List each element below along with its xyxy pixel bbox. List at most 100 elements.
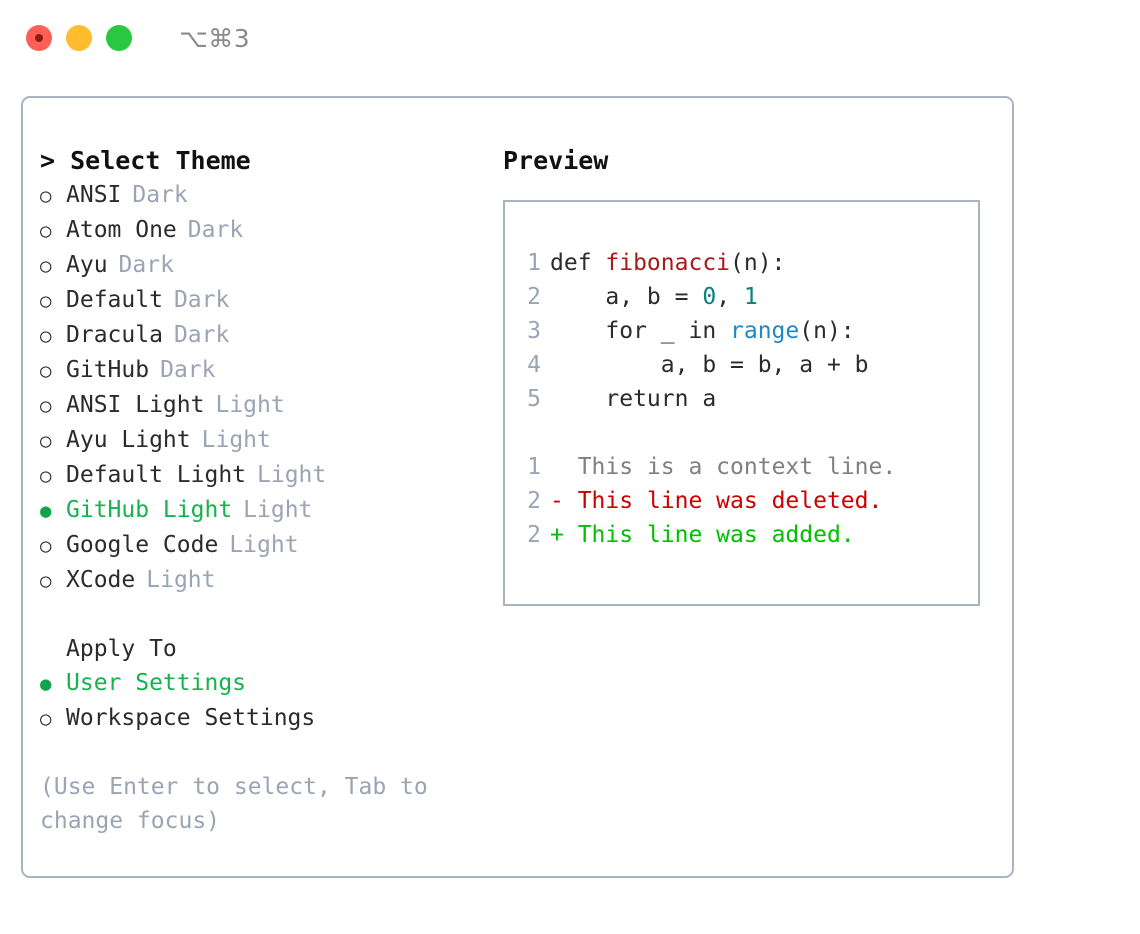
line-number: 2: [527, 488, 541, 514]
code-token: ,: [716, 284, 744, 310]
theme-option[interactable]: ○ ANSI Light Light: [40, 388, 503, 423]
diff-block: 1 This is a context line.2- This line wa…: [505, 450, 978, 552]
radio-unselected-icon: ○: [40, 535, 52, 557]
code-token: fibonacci: [605, 250, 731, 276]
radio-selected-icon: ●: [40, 500, 52, 522]
theme-option-label: XCode: [66, 567, 136, 593]
code-token: return a: [550, 386, 717, 412]
apply-to-option-list[interactable]: ● User Settings ○ Workspace Settings: [40, 666, 503, 736]
theme-option-label: Default Light: [66, 462, 247, 488]
theme-option[interactable]: ○ ANSI Dark: [40, 178, 503, 213]
code-token: 0: [702, 284, 717, 310]
line-number: 4: [527, 352, 541, 378]
code-line: 2 a, b = 0, 1: [505, 280, 978, 314]
radio-unselected-icon: ○: [40, 255, 52, 277]
apply-to-option[interactable]: ○ Workspace Settings: [40, 701, 503, 736]
theme-option[interactable]: ○ GitHub Dark: [40, 353, 503, 388]
preview-title: Preview: [503, 146, 609, 175]
theme-option-tag: Dark: [118, 252, 174, 278]
theme-option[interactable]: ○ XCode Light: [40, 563, 503, 598]
apply-to-title: Apply To: [66, 636, 177, 662]
theme-option-tag: Dark: [173, 322, 230, 348]
line-number: 3: [527, 318, 541, 344]
theme-option-tag: Dark: [160, 357, 216, 383]
apply-to-option-label: User Settings: [66, 670, 247, 696]
code-line: 3 for _ in range(n):: [505, 314, 978, 348]
code-token: for _ in: [550, 318, 731, 344]
line-number: 2: [527, 522, 541, 548]
diff-sign: [550, 454, 564, 480]
close-icon: [35, 34, 43, 42]
radio-unselected-icon: ○: [40, 220, 52, 242]
theme-option-tag: Dark: [132, 182, 188, 208]
theme-option[interactable]: ○ Atom One Dark: [40, 213, 503, 248]
theme-option-label: Ayu: [66, 252, 108, 278]
theme-option[interactable]: ○ Default Light Light: [40, 458, 503, 493]
code-token: range: [730, 318, 800, 344]
radio-unselected-icon: ○: [40, 465, 52, 487]
diff-sign: -: [550, 488, 564, 514]
theme-option-tag: Light: [201, 427, 271, 453]
theme-option[interactable]: ○ Ayu Light Light: [40, 423, 503, 458]
radio-unselected-icon: ○: [40, 290, 52, 312]
minimize-button[interactable]: [66, 25, 92, 51]
diff-text: This line was deleted.: [563, 488, 883, 514]
code-line: 5 return a: [505, 382, 978, 416]
radio-unselected-icon: ○: [40, 185, 52, 207]
theme-option-tag: Dark: [173, 287, 230, 313]
theme-option-label: Dracula: [66, 322, 163, 348]
maximize-button[interactable]: [106, 25, 132, 51]
radio-unselected-icon: ○: [40, 570, 52, 592]
theme-option-tag: Light: [146, 567, 216, 593]
radio-unselected-icon: ○: [40, 708, 52, 730]
theme-option-label: GitHub: [66, 357, 150, 383]
theme-option-label: Ayu Light: [66, 427, 191, 453]
shortcut-label: ⌥⌘3: [179, 23, 251, 53]
code-line: 4 a, b = b, a + b: [505, 348, 978, 382]
apply-to-option-label: Workspace Settings: [66, 705, 316, 731]
code-token: def: [550, 250, 606, 276]
theme-option-label: ANSI: [66, 182, 122, 208]
radio-selected-icon: ●: [40, 673, 52, 695]
close-button[interactable]: [26, 25, 52, 51]
code-line: 1 def fibonacci(n):: [505, 246, 978, 280]
theme-option-tag: Light: [257, 462, 327, 488]
radio-unselected-icon: ○: [40, 430, 52, 452]
theme-option[interactable]: ○ Ayu Dark: [40, 248, 503, 283]
radio-unselected-icon: ○: [40, 360, 52, 382]
diff-text: This line was added.: [563, 522, 855, 548]
theme-option-tag: Light: [229, 532, 299, 558]
diff-line: 1 This is a context line.: [505, 450, 978, 484]
theme-option-tag: Light: [215, 392, 285, 418]
code-token: (n):: [799, 318, 855, 344]
line-number: 1: [527, 250, 541, 276]
hint-text: (Use Enter to select, Tab to change focu…: [40, 774, 442, 834]
theme-option-label: Atom One: [66, 217, 177, 243]
line-number: 1: [527, 454, 541, 480]
diff-line: 2- This line was deleted.: [505, 484, 978, 518]
theme-option-label: ANSI Light: [66, 392, 205, 418]
theme-option-tag: Light: [243, 497, 313, 523]
code-token: (n):: [730, 250, 786, 276]
code-token: 1: [743, 284, 758, 310]
apply-to-option[interactable]: ● User Settings: [40, 666, 503, 701]
title-bar: ⌥⌘3: [0, 0, 1140, 76]
radio-unselected-icon: ○: [40, 395, 52, 417]
traffic-lights: [26, 25, 132, 51]
line-number: 2: [527, 284, 541, 310]
theme-option-tag: Dark: [187, 217, 244, 243]
diff-line: 2 + This line was added.: [505, 518, 978, 552]
diff-sign: +: [550, 522, 564, 548]
page-title: > Select Theme: [40, 146, 251, 175]
diff-text: This is a context line.: [563, 454, 897, 480]
